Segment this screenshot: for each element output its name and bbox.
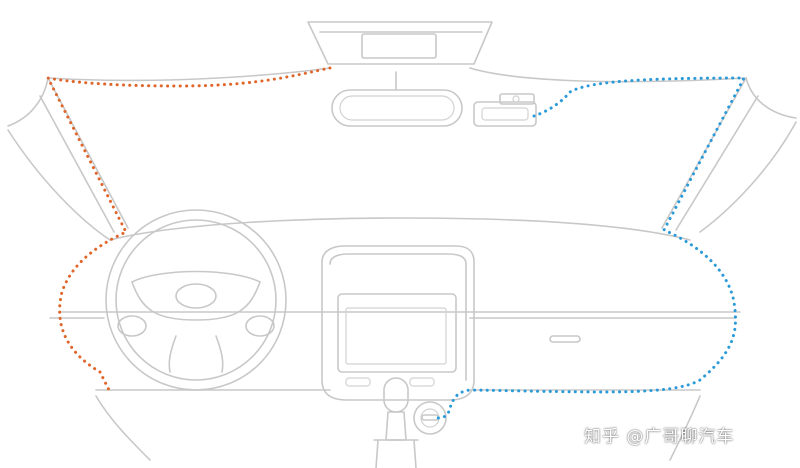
overhead-console: [307, 21, 493, 65]
route-passenger-side: [434, 76, 747, 420]
rearview-mirror-icon: [331, 71, 463, 127]
watermark-text: 知乎 @广哥聊汽车: [584, 427, 735, 447]
dashboard: [49, 217, 741, 461]
route-driver-side: [45, 66, 332, 394]
center-console: [321, 245, 475, 401]
steering-wheel-icon: [105, 209, 287, 391]
gear-lever: [373, 377, 419, 468]
windshield-frame: [7, 67, 797, 241]
power-socket-icon: [413, 401, 447, 435]
dash-cam-icon: [473, 93, 537, 127]
